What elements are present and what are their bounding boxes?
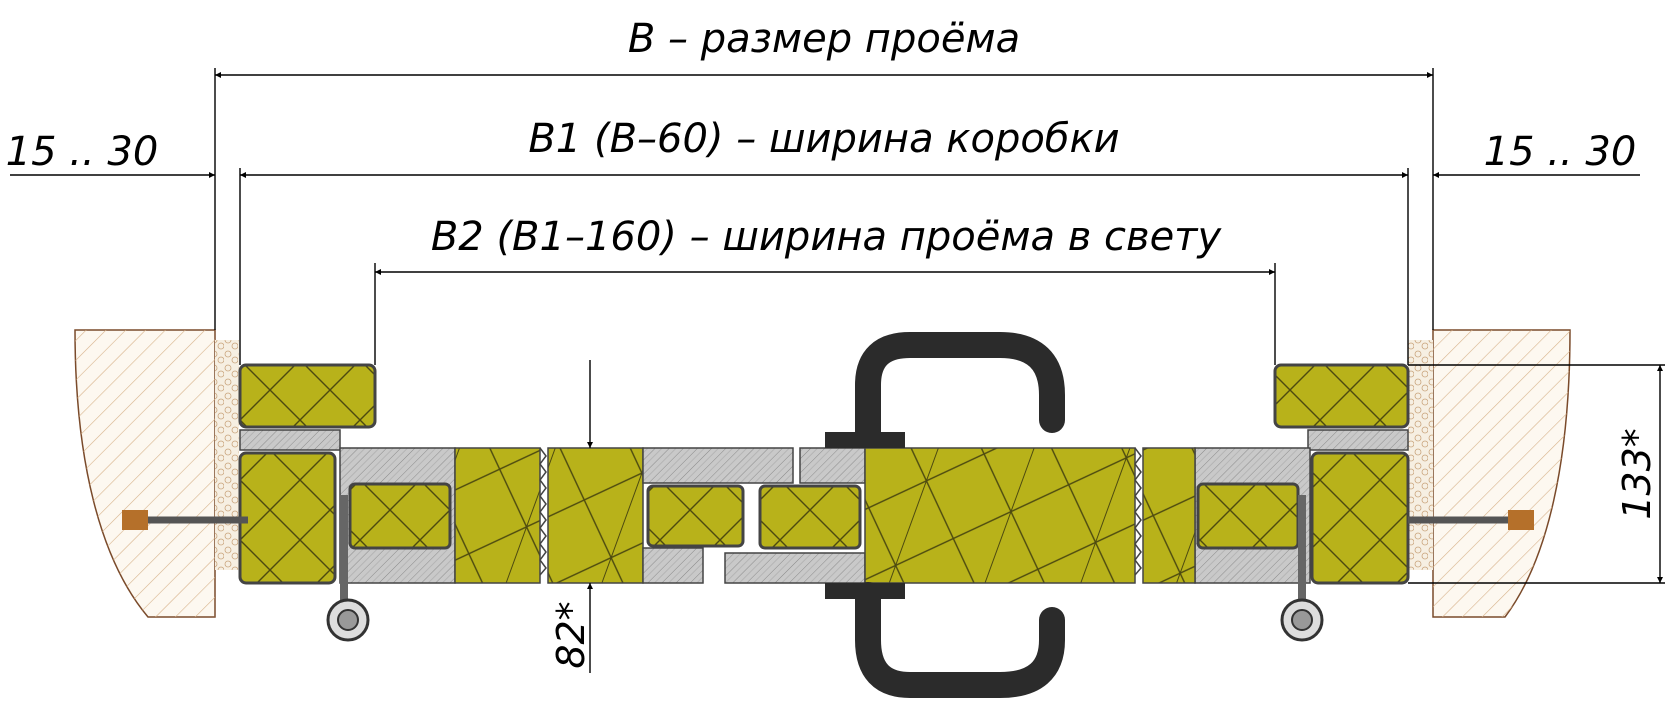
door-leaf-right bbox=[724, 447, 1196, 584]
handle-bottom bbox=[825, 582, 1065, 698]
hinge-left bbox=[326, 495, 370, 642]
anchor-right bbox=[1408, 510, 1534, 530]
label-gap-left: 15 .. 30 bbox=[6, 129, 159, 175]
hinge-right bbox=[1280, 495, 1324, 642]
wall-left bbox=[74, 329, 239, 618]
door-leaf-left bbox=[454, 447, 794, 584]
label-leaf-thickness: 82* bbox=[549, 601, 593, 668]
label-b1-frame: B1 (B–60) – ширина коробки bbox=[528, 116, 1119, 162]
anchor-left bbox=[122, 510, 248, 530]
label-b2-clear: B2 (B1–160) – ширина проёма в свету bbox=[431, 214, 1223, 260]
label-frame-depth: 133* bbox=[1615, 428, 1659, 520]
label-b-total: B – размер проёма bbox=[628, 16, 1020, 62]
label-gap-right: 15 .. 30 bbox=[1484, 129, 1637, 175]
wall-right bbox=[1408, 329, 1571, 618]
dimension-lines bbox=[10, 68, 1665, 673]
handle-top bbox=[825, 332, 1065, 448]
